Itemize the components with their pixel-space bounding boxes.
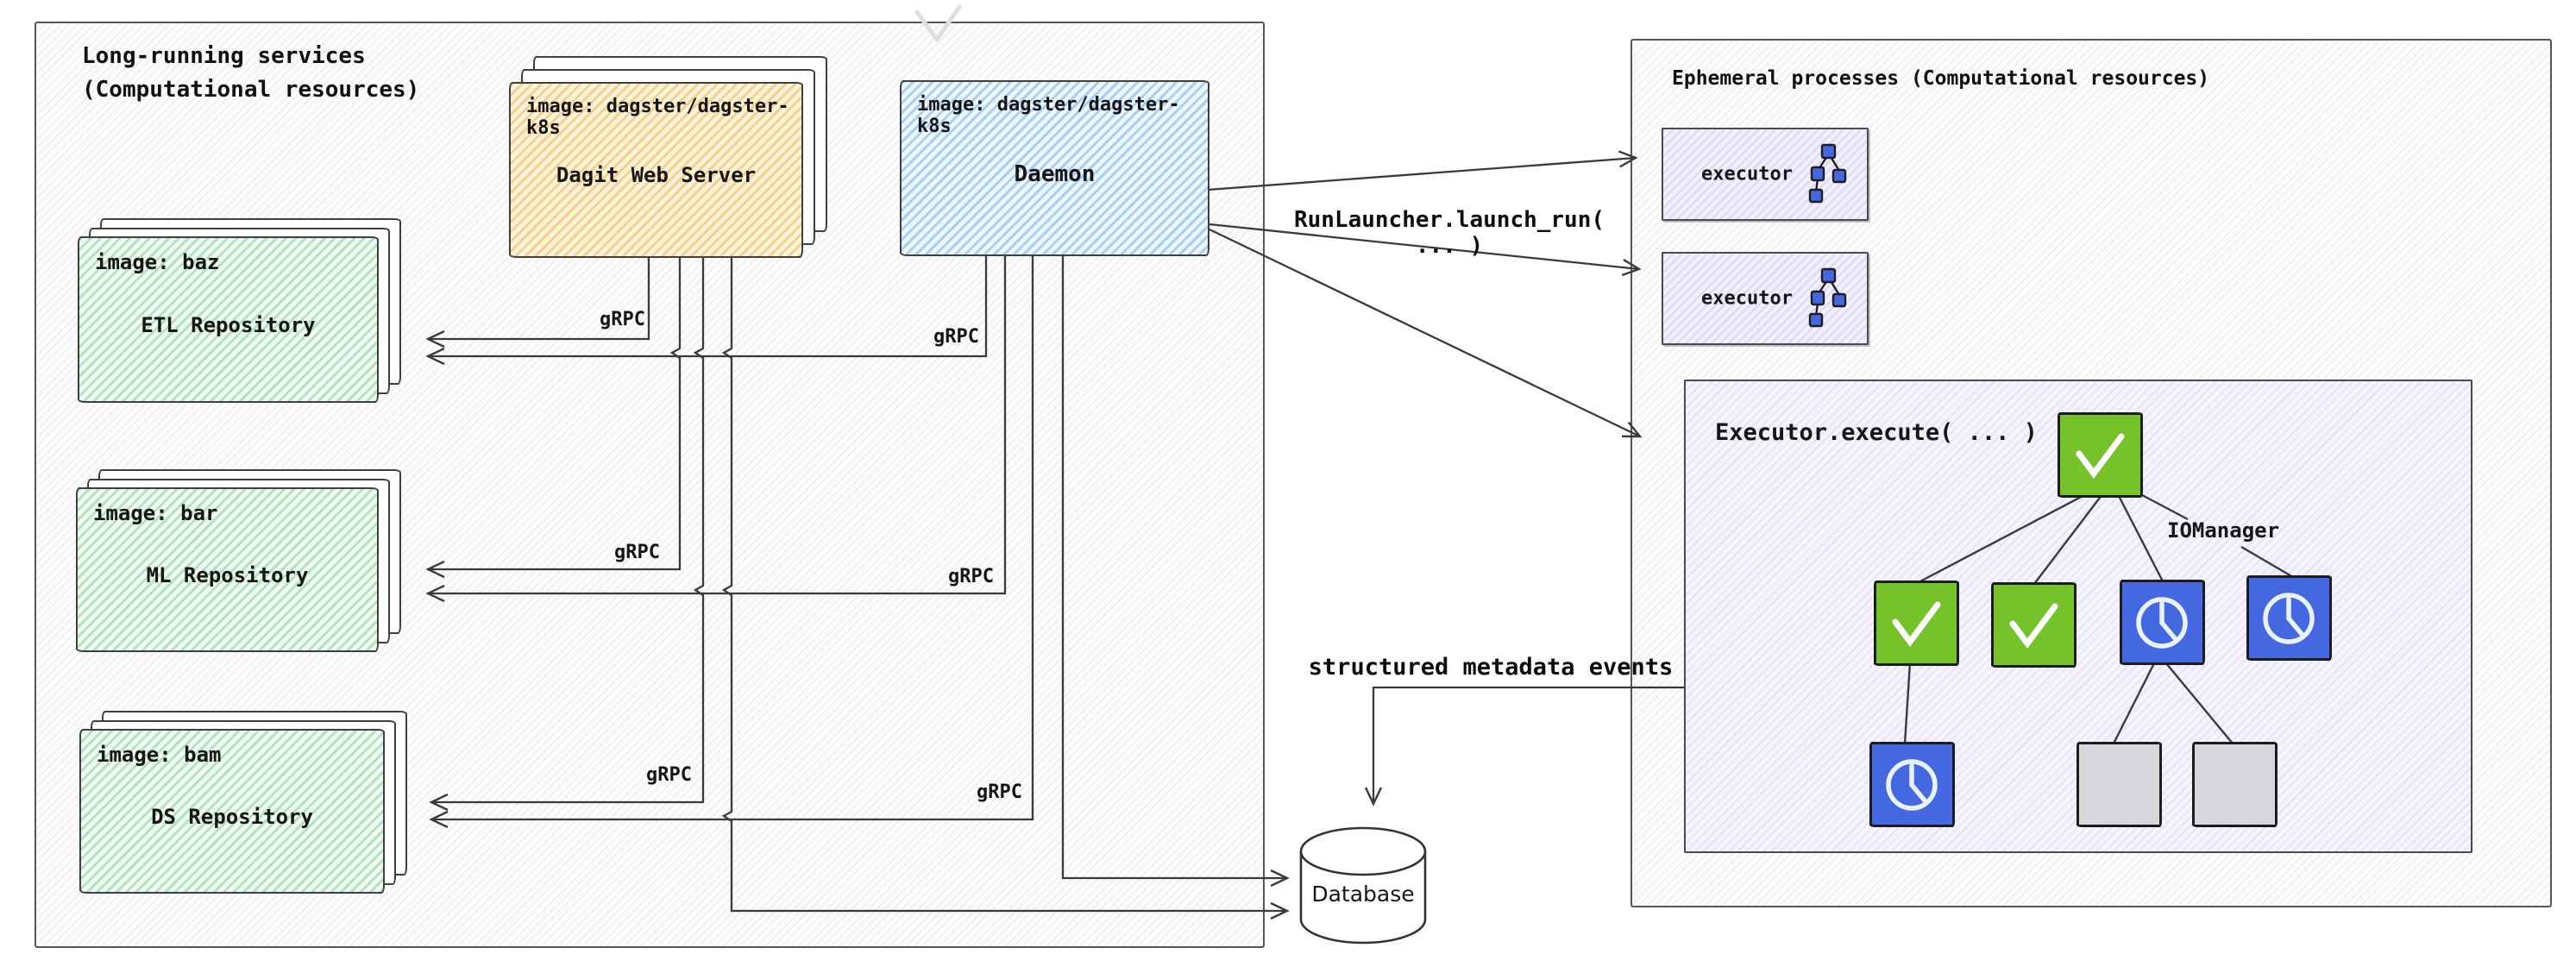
dagit-ds-grpc-line bbox=[431, 256, 705, 802]
dag-node-success-1 bbox=[1874, 581, 1959, 666]
daemon-database-line bbox=[1061, 254, 1287, 878]
daemon-ds-grpc-line bbox=[431, 254, 1034, 819]
check-icon bbox=[2009, 603, 2058, 649]
edge-child1-grandchild1 bbox=[1903, 662, 1912, 744]
executor-execute-title: Executor.execute( ... ) bbox=[1715, 419, 2038, 446]
database-cylinder bbox=[1299, 826, 1427, 945]
etl-repository-card: image: baz ETL Repository bbox=[78, 218, 401, 403]
grpc-label-ds-daemon: gRPC bbox=[977, 781, 1022, 803]
ds-image-header: image: bam bbox=[97, 743, 222, 767]
etl-image-header: image: baz bbox=[95, 250, 220, 274]
ml-card-front: image: bar ML Repository bbox=[76, 487, 379, 652]
executor-box-2: executor bbox=[1662, 252, 1869, 345]
runlauncher-arrow-1 bbox=[1207, 158, 1636, 191]
grpc-label-etl-daemon: gRPC bbox=[933, 326, 979, 348]
etl-card-front: image: baz ETL Repository bbox=[78, 236, 379, 403]
dag-icon bbox=[1808, 143, 1847, 204]
dagit-label: Dagit Web Server bbox=[556, 163, 757, 187]
chevron-squiggle bbox=[914, 4, 962, 42]
dag-icon bbox=[1808, 267, 1847, 328]
edge-child3-grandchild3 bbox=[2165, 662, 2234, 744]
ds-card-front: image: bam DS Repository bbox=[79, 729, 385, 894]
edge-root-child1 bbox=[1918, 493, 2087, 584]
grpc-label-etl-dagit: gRPC bbox=[600, 309, 645, 330]
daemon-etl-grpc-line bbox=[428, 254, 988, 356]
edge-child3-grandchild2 bbox=[2112, 662, 2156, 744]
daemon-label: Daemon bbox=[1014, 161, 1096, 187]
run-launcher-label: RunLauncher.launch_run( ... ) bbox=[1293, 207, 1605, 259]
left-panel-title: Long-running services (Computational res… bbox=[82, 43, 420, 103]
executor-label: executor bbox=[1701, 287, 1793, 310]
clock-icon bbox=[2263, 593, 2315, 644]
check-icon bbox=[1892, 601, 1941, 647]
ml-repository-card: image: bar ML Repository bbox=[76, 469, 401, 652]
dag-node-success-root bbox=[2058, 412, 2143, 498]
ml-label: ML Repository bbox=[146, 563, 309, 588]
daemon-ml-grpc-line bbox=[428, 254, 1007, 593]
grpc-label-ds-dagit: gRPC bbox=[646, 764, 692, 786]
right-panel-title: Ephemeral processes (Computational resou… bbox=[1672, 67, 2210, 90]
etl-label: ETL Repository bbox=[141, 312, 316, 337]
daemon-card-front: image: dagster/dagster-k8s Daemon bbox=[900, 80, 1209, 256]
ds-label: DS Repository bbox=[151, 805, 313, 830]
dagit-etl-grpc-line bbox=[428, 256, 650, 339]
edge-iomanager-child4 bbox=[2240, 545, 2294, 579]
daemon-image-header: image: dagster/dagster-k8s bbox=[917, 94, 1180, 137]
dag-node-success-2 bbox=[1991, 582, 2077, 668]
database-label: Database bbox=[1311, 882, 1415, 907]
dagit-ml-grpc-line bbox=[428, 256, 682, 569]
dag-node-waiting-1 bbox=[2120, 580, 2205, 665]
edge-root-child3 bbox=[2116, 493, 2164, 582]
dagit-web-server-card: image: dagster/dagster-k8s Dagit Web Ser… bbox=[509, 56, 827, 258]
dagit-card-front: image: dagster/dagster-k8s Dagit Web Ser… bbox=[509, 82, 803, 258]
daemon-card: image: dagster/dagster-k8s Daemon bbox=[900, 80, 1209, 256]
runlauncher-arrow-2 bbox=[1209, 223, 1639, 269]
runlauncher-arrow-3 bbox=[1209, 228, 1640, 436]
dag-node-waiting-3 bbox=[1869, 742, 1955, 827]
dag-node-pending-2 bbox=[2192, 742, 2278, 827]
ml-image-header: image: bar bbox=[93, 501, 218, 525]
check-icon bbox=[2076, 433, 2125, 479]
metadata-events-label: structured metadata events bbox=[1308, 654, 1674, 681]
dagit-image-header: image: dagster/dagster-k8s bbox=[526, 96, 789, 139]
clock-icon bbox=[2136, 597, 2188, 649]
grpc-label-ml-dagit: gRPC bbox=[614, 542, 660, 563]
dag-node-waiting-2 bbox=[2246, 575, 2332, 661]
iomanager-label: IOManager bbox=[2167, 518, 2280, 543]
edge-root-child2 bbox=[2033, 493, 2103, 585]
executor-label: executor bbox=[1701, 163, 1793, 185]
clock-icon bbox=[1886, 759, 1938, 811]
executor-box-1: executor bbox=[1662, 128, 1869, 221]
dag-node-pending-1 bbox=[2077, 742, 2162, 827]
ds-repository-card: image: bam DS Repository bbox=[79, 711, 407, 894]
grpc-label-ml-daemon: gRPC bbox=[948, 566, 994, 587]
metadata-events-line bbox=[1373, 686, 1684, 804]
